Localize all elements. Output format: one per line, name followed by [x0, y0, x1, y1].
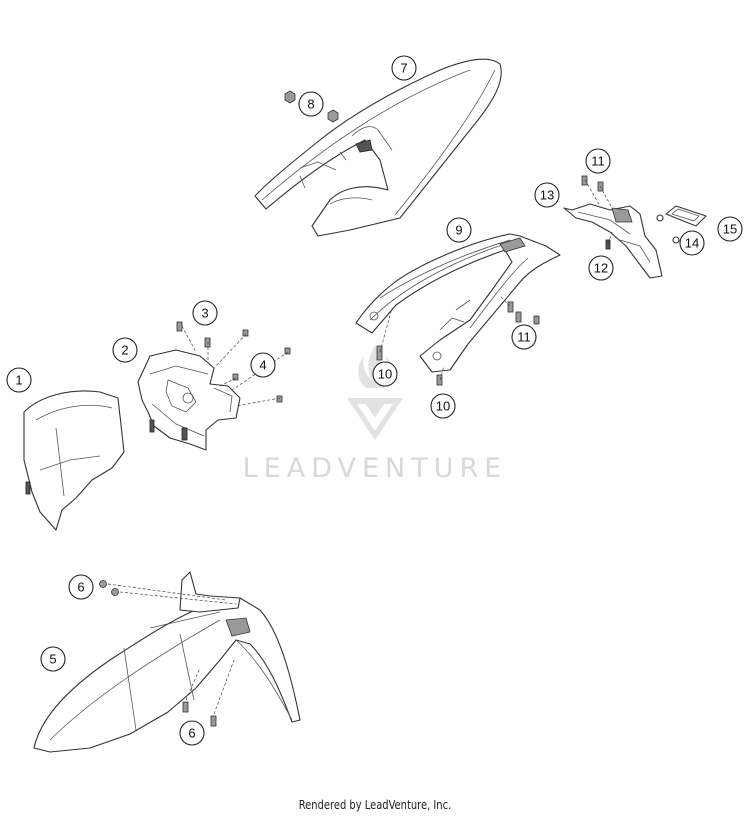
reflector-plate [665, 205, 707, 227]
headlight-bracket [137, 349, 241, 451]
bolts-10 [376, 345, 443, 386]
svg-text:3: 3 [201, 306, 208, 321]
watermark-text: LEADVENTURE [243, 453, 508, 484]
screw-12 [605, 239, 611, 250]
screws-11-lower [507, 301, 540, 325]
screws-3 [176, 321, 211, 348]
leader-lines [107, 179, 613, 715]
callout-10-top: 10 [372, 361, 398, 387]
rear-subframe [355, 233, 561, 373]
callout-9: 9 [446, 217, 472, 243]
svg-text:1: 1 [15, 373, 22, 388]
front-fender [33, 571, 301, 753]
svg-text:6: 6 [77, 580, 84, 595]
rear-fender [254, 58, 502, 237]
callout-11-bottom: 11 [511, 324, 537, 350]
callout-12: 12 [588, 255, 614, 281]
svg-text:2: 2 [121, 343, 128, 358]
watermark-logo-icon [347, 345, 403, 440]
callout-8: 8 [298, 91, 324, 117]
nuts-8 [284, 90, 339, 123]
svg-text:11: 11 [591, 154, 605, 169]
washers-14 [656, 214, 680, 244]
svg-text:12: 12 [594, 261, 608, 276]
footer-credit: Rendered by LeadVenture, Inc. [298, 798, 452, 812]
svg-text:14: 14 [685, 236, 699, 251]
license-bracket [563, 203, 663, 279]
svg-text:7: 7 [400, 61, 407, 76]
svg-text:9: 9 [455, 223, 462, 238]
svg-text:11: 11 [517, 330, 531, 345]
svg-text:15: 15 [723, 222, 737, 237]
fasteners-6 [99, 580, 217, 727]
watermark: LEADVENTURE [243, 345, 508, 484]
callout-1: 1 [6, 367, 32, 393]
svg-text:5: 5 [49, 652, 56, 667]
callout-3: 3 [192, 300, 218, 326]
screws-4 [232, 329, 291, 403]
screws-11-upper [581, 175, 604, 192]
callout-11-top: 11 [585, 148, 611, 174]
callout-10-bottom: 10 [430, 393, 456, 419]
callout-14: 14 [679, 230, 705, 256]
svg-text:10: 10 [378, 367, 392, 382]
svg-text:6: 6 [188, 726, 195, 741]
callout-4: 4 [250, 352, 276, 378]
callout-5: 5 [40, 646, 66, 672]
svg-text:13: 13 [540, 188, 554, 203]
callout-2: 2 [112, 337, 138, 363]
callout-6-top: 6 [68, 574, 94, 600]
headlight-mask [23, 390, 125, 531]
callout-13: 13 [534, 182, 560, 208]
svg-text:4: 4 [259, 358, 266, 373]
callout-15: 15 [717, 216, 743, 242]
svg-text:8: 8 [307, 97, 314, 112]
callout-6-bottom: 6 [179, 720, 205, 746]
callout-7: 7 [391, 55, 417, 81]
svg-text:10: 10 [436, 399, 450, 414]
